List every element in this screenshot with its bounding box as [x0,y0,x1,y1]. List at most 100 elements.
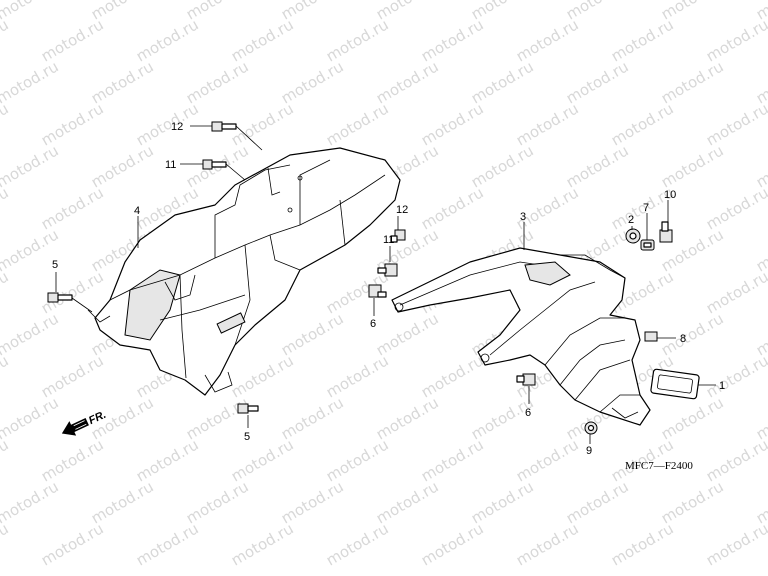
watermark-text: motod.ru [0,0,62,23]
watermark-text: motod.ru [278,57,347,107]
watermark-text: motod.ru [0,141,62,191]
watermark-text: motod.ru [468,141,537,191]
watermark-text: motod.ru [703,267,768,317]
watermark-text: motod.ru [323,435,392,485]
watermark-text: motod.ru [38,15,107,65]
rear-inner-fender [87,147,401,396]
watermark-text: motod.ru [418,519,487,569]
callout-1: 1 [719,380,725,392]
watermark-text: motod.ru [278,393,347,443]
watermark-text: motod.ru [703,435,768,485]
watermark-text: motod.ru [183,393,252,443]
watermark-text: motod.ru [228,351,297,401]
watermark-text: motod.ru [373,477,442,527]
watermark-text: motod.ru [513,183,582,233]
watermark-text: motod.ru [703,351,768,401]
watermark-text: motod.ru [0,15,12,65]
watermark-text: motod.ru [0,57,62,107]
watermark-text: motod.ru [703,183,768,233]
callout-7: 7 [643,202,649,214]
watermark-text: motod.ru [418,183,487,233]
watermark-text: motod.ru [0,393,62,443]
bolt-11-right [377,263,398,277]
callout-6-bottom: 6 [525,407,531,419]
watermark-text: motod.ru [658,393,727,443]
watermark-text: motod.ru [133,15,202,65]
watermark-text: motod.ru [418,99,487,149]
callout-2: 2 [628,214,634,226]
callout-4: 4 [134,205,140,217]
watermark-text: motod.ru [183,57,252,107]
watermark-text: motod.ru [278,477,347,527]
callout-12-right: 12 [396,204,408,216]
bolt-10 [659,221,673,243]
watermark-text: motod.ru [228,99,297,149]
watermark-text: motod.ru [513,99,582,149]
watermark-text: motod.ru [703,99,768,149]
watermark-text: motod.ru [278,309,347,359]
watermark-text: motod.ru [0,519,12,569]
watermark-text: motod.ru [373,393,442,443]
watermark-text: motod.ru [323,519,392,569]
watermark-text: motod.ru [88,477,157,527]
bolt-6-left [368,284,387,298]
watermark-text: motod.ru [563,141,632,191]
fasteners [47,121,673,435]
callout-3: 3 [520,211,526,223]
watermark-text: motod.ru [418,15,487,65]
bolt-5-bottom [237,403,259,414]
watermark-text: motod.ru [658,141,727,191]
watermark-text: motod.ru [88,57,157,107]
callout-11-right: 11 [383,234,394,246]
nut-8 [644,331,658,342]
watermark-text: motod.ru [0,183,12,233]
watermark-text: motod.ru [133,435,202,485]
watermark-text: motod.ru [38,519,107,569]
watermark-text: motod.ru [563,477,632,527]
watermark-text: motod.ru [0,267,12,317]
watermark-text: motod.ru [38,267,107,317]
leader-lines [55,125,716,444]
rear-fender-bracket [391,247,651,426]
grommet-7 [640,239,655,251]
watermark-text: motod.ru [513,435,582,485]
callout-11-left: 11 [165,159,176,171]
watermark-text: motod.ru [0,99,12,149]
watermark-text: motod.ru [608,519,677,569]
watermark-text: motod.ru [0,435,12,485]
watermark-text: motod.ru [468,57,537,107]
callout-10: 10 [664,189,676,201]
watermark-text: motod.ru [38,351,107,401]
bolt-12-right [390,229,406,243]
watermark-text: motod.ru [323,99,392,149]
watermark-text: motod.ru [373,309,442,359]
watermark-text: motod.ru [228,519,297,569]
callout-5-left: 5 [52,259,58,271]
callout-9: 9 [586,445,592,457]
callout-12-top: 12 [171,121,183,133]
watermark-text: motod.ru [0,351,12,401]
watermark-text: motod.ru [418,435,487,485]
watermark-text: motod.ru [88,141,157,191]
nut-9 [584,421,598,435]
callout-8: 8 [680,333,686,345]
watermark-text: motod.ru [183,477,252,527]
watermark-text: motod.ru [703,519,768,569]
watermark-text: motod.ru [0,477,62,527]
watermark-text: motod.ru [658,309,727,359]
watermark-text: motod.ru [38,99,107,149]
watermark-text: motod.ru [0,309,62,359]
callout-labels: 12 11 4 5 5 12 11 6 3 6 2 7 10 8 1 9 [52,121,725,457]
watermark-text: motod.ru [133,519,202,569]
watermark-text: motod.ru [418,351,487,401]
watermark-text: motod.ru [133,99,202,149]
watermark-text: motod.ru [513,519,582,569]
callout-6-left: 6 [370,318,376,330]
nut-2 [625,228,641,244]
watermark-text: motod.ru [468,477,537,527]
watermark-text: motod.ru [323,15,392,65]
figure-code: MFC7—F2400 [625,460,693,472]
watermark-text: motod.ru [658,477,727,527]
